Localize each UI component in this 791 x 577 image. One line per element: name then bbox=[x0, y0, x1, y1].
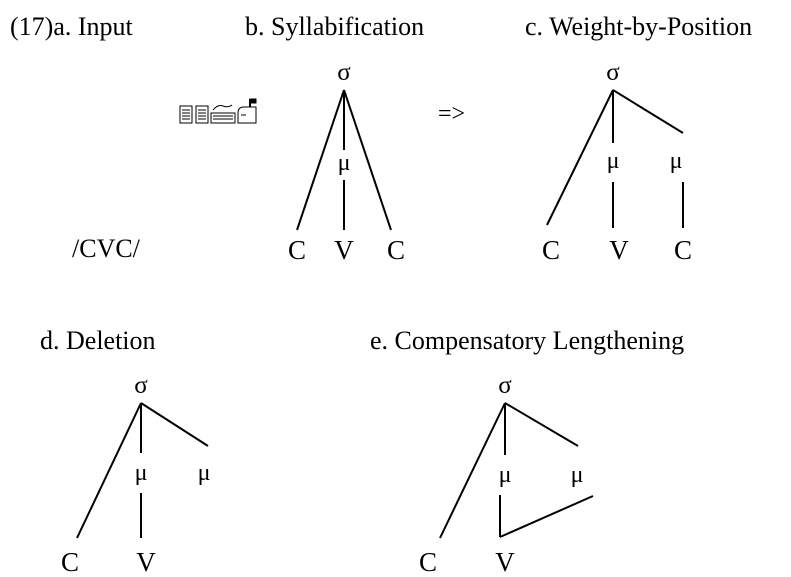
segment-v: V bbox=[609, 235, 629, 265]
icon-row bbox=[179, 98, 257, 124]
input-form: /CVC/ bbox=[72, 234, 140, 263]
segment-v: V bbox=[495, 547, 515, 577]
heading-weight-by-position: c. Weight-by-Position bbox=[525, 12, 753, 41]
heading-deletion: d. Deletion bbox=[40, 326, 156, 355]
mora-node: μ bbox=[499, 462, 512, 488]
association-line bbox=[140, 402, 209, 447]
tree-deletion: σ μ μ C V bbox=[61, 372, 210, 577]
mora-node: μ bbox=[338, 150, 351, 176]
segment-c: C bbox=[61, 547, 79, 577]
heading-input: (17)a. Input bbox=[10, 12, 133, 41]
mora-node: μ bbox=[198, 460, 211, 486]
syllable-node: σ bbox=[498, 372, 512, 399]
syllable-node: σ bbox=[134, 372, 148, 399]
tree-syllabification: σ μ C V C bbox=[288, 59, 405, 265]
document-icon bbox=[179, 105, 193, 124]
mora-node: μ bbox=[607, 148, 620, 174]
tree-weight-by-position: σ μ μ C V C bbox=[542, 59, 692, 265]
document-icon bbox=[195, 105, 209, 124]
association-line bbox=[612, 89, 684, 134]
heading-compensatory-lengthening: e. Compensatory Lengthening bbox=[370, 326, 685, 355]
association-line bbox=[343, 89, 392, 231]
mora-node: μ bbox=[135, 460, 148, 486]
segment-c: C bbox=[387, 235, 405, 265]
mora-node: μ bbox=[571, 462, 584, 488]
tree-compensatory-lengthening: σ μ μ C V bbox=[419, 372, 594, 577]
mailbox-icon bbox=[237, 98, 257, 124]
association-line bbox=[546, 89, 614, 226]
segment-c: C bbox=[542, 235, 560, 265]
syllable-node: σ bbox=[606, 59, 620, 86]
association-line bbox=[499, 495, 594, 538]
association-line bbox=[296, 89, 345, 231]
association-line bbox=[76, 402, 142, 539]
mora-node: μ bbox=[670, 148, 683, 174]
heading-syllabification: b. Syllabification bbox=[245, 12, 425, 41]
segment-c: C bbox=[674, 235, 692, 265]
segment-c: C bbox=[419, 547, 437, 577]
association-line bbox=[504, 402, 579, 447]
segment-v: V bbox=[334, 235, 354, 265]
syllable-node: σ bbox=[337, 59, 351, 86]
segment-c: C bbox=[288, 235, 306, 265]
keyboard-icon bbox=[210, 104, 236, 124]
derivation-arrow: => bbox=[438, 101, 466, 127]
segment-v: V bbox=[136, 547, 156, 577]
association-line bbox=[439, 402, 506, 539]
